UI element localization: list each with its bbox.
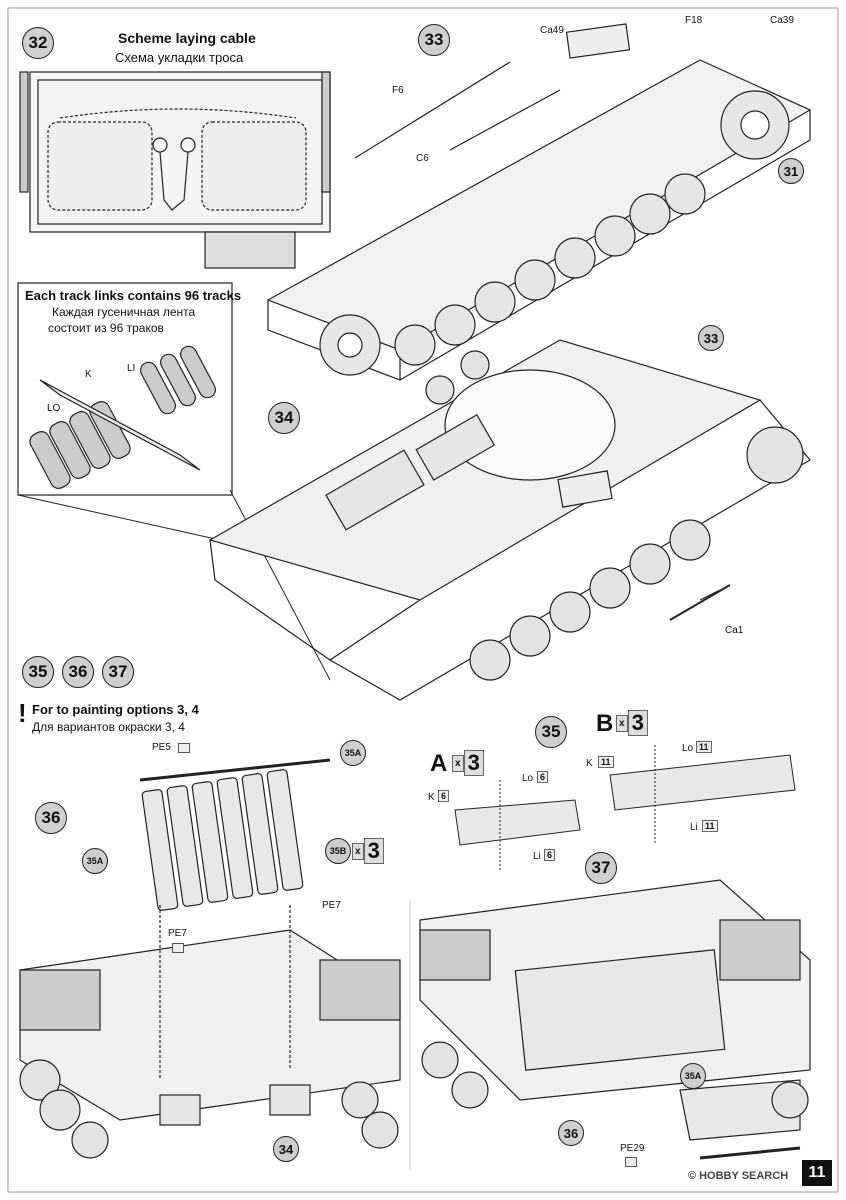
multiplier-x: x — [452, 754, 464, 772]
step-36-badge: 36 — [35, 802, 67, 834]
rear-hull-drawing-36 — [19, 758, 401, 1126]
cable-scheme-drawing — [19, 71, 331, 269]
ref-35b-badge: 35B — [325, 838, 351, 864]
part-b-li: Li — [690, 822, 698, 833]
part-ca49: Ca49 — [540, 25, 564, 36]
part-a-lo: Lo — [522, 773, 534, 784]
part-pe7-right: PE7 — [322, 900, 341, 911]
hull-drawing-34 — [208, 339, 811, 701]
part-pe5: PE5 — [152, 742, 171, 753]
step-34-badge: 34 — [268, 402, 300, 434]
ref-35a-badge-3: 35A — [680, 1063, 706, 1089]
scheme-title-en: Scheme laying cable — [118, 30, 256, 46]
multiplier-x: x — [616, 714, 628, 732]
count-tag-a-li: 6 — [544, 849, 556, 861]
step-35-header-badge: 35 — [22, 656, 54, 688]
ref-34-badge: 34 — [273, 1136, 299, 1162]
track-label-lo: LO — [47, 403, 61, 414]
variant-b-label: B — [596, 710, 614, 737]
part-pe29: PE29 — [620, 1143, 645, 1154]
part-ca1: Ca1 — [725, 625, 744, 636]
step-32-badge: 32 — [22, 27, 54, 59]
track-label-k: K — [85, 369, 92, 380]
step-35-badge: 35 — [535, 716, 567, 748]
painting-title-en: For to painting options 3, 4 — [32, 702, 199, 717]
count-tag-a-lo: 6 — [537, 771, 549, 783]
ref-35a-badge-1: 35A — [340, 740, 366, 766]
count-tag-b-li: 11 — [702, 820, 718, 832]
step-36-header-badge: 36 — [62, 656, 94, 688]
track-links-title-ru-2: состоит из 96 траков — [48, 321, 164, 335]
track-run-b — [609, 745, 796, 845]
page-frame — [7, 7, 839, 1193]
pe-etch-icon — [625, 1157, 637, 1167]
pe-etch-icon — [178, 743, 190, 753]
watermark-brand: HOBBY SEARCH — [699, 1170, 789, 1182]
multiplier-count: 3 — [463, 750, 484, 776]
ref-33-badge: 33 — [698, 325, 724, 351]
count-tag-b-k: 11 — [598, 756, 614, 768]
part-a-k: K — [428, 792, 435, 803]
count-tag-a-k: 6 — [438, 790, 450, 802]
part-ca39: Ca39 — [770, 15, 794, 26]
road-wheels-34 — [425, 350, 804, 681]
multiplier-count: 3 — [627, 710, 648, 736]
track-links-drawing — [17, 282, 233, 496]
part-b-lo: Lo — [682, 743, 694, 754]
part-f6: F6 — [392, 85, 404, 96]
painting-warning-mark: ! — [18, 698, 27, 728]
road-wheels-33 — [319, 90, 790, 376]
count-tag-b-lo: 11 — [696, 741, 712, 753]
pe-etch-icon — [172, 943, 184, 953]
scheme-title-ru: Схема укладки троса — [115, 50, 244, 65]
multiplier-x: x — [352, 842, 364, 860]
multiplier-count: 3 — [363, 838, 384, 864]
watermark-copyright: © — [688, 1170, 697, 1182]
ref-36-badge: 36 — [558, 1120, 584, 1146]
track-links-title-ru-1: Каждая гусеничная лента — [52, 305, 196, 319]
variant-a-label: A — [430, 750, 448, 777]
rear-wheels-36 — [19, 1059, 399, 1159]
step-33-badge: 33 — [418, 24, 450, 56]
track-links-title-en: Each track links contains 96 tracks — [25, 288, 242, 303]
part-c6: C6 — [416, 153, 429, 164]
part-f18: F18 — [685, 15, 703, 26]
track-label-li: LI — [127, 363, 136, 374]
page-number: 11 — [802, 1160, 832, 1186]
ref-35a-badge-2: 35A — [82, 848, 108, 874]
step-37-header-badge: 37 — [102, 656, 134, 688]
part-b-k: K — [586, 758, 593, 769]
ref-31-badge: 31 — [778, 158, 804, 184]
part-pe7-left: PE7 — [168, 928, 187, 939]
watermark-hobby-search: ©HOBBY SEARCH — [688, 1170, 788, 1182]
hull-drawing-37 — [419, 879, 811, 1160]
tracks-37-side — [421, 1041, 809, 1119]
part-a-li: Li — [533, 851, 541, 862]
painting-title-ru: Для вариантов окраски 3, 4 — [32, 720, 185, 734]
track-run-a — [454, 780, 581, 870]
step-37-badge: 37 — [585, 852, 617, 884]
